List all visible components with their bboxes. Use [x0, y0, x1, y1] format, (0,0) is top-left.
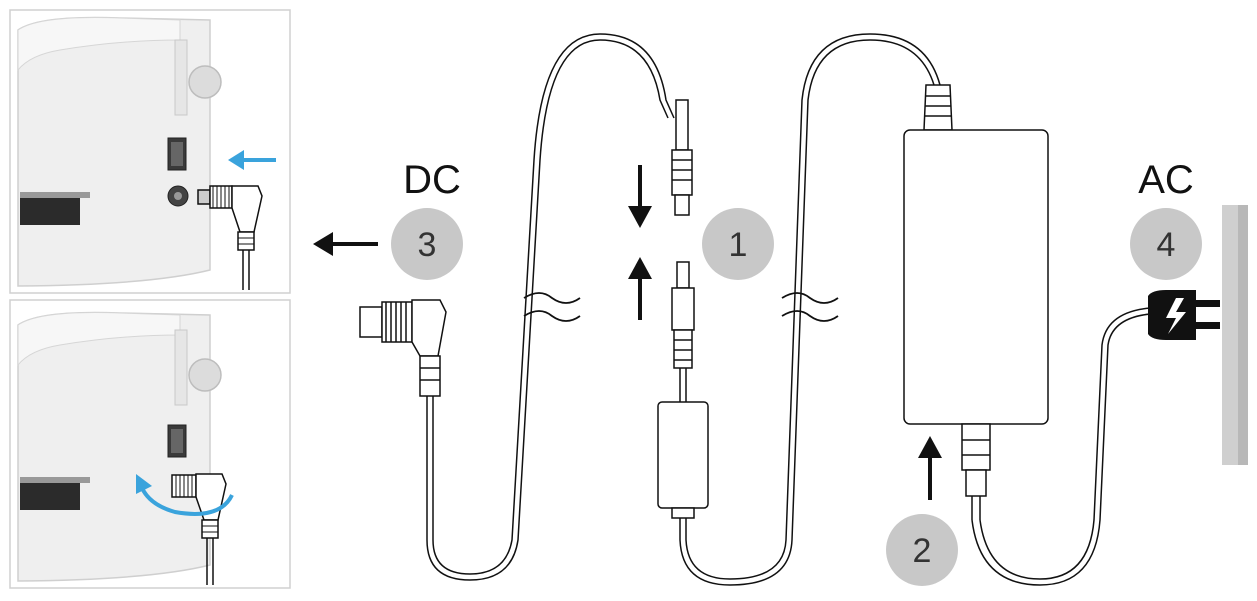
- cable-break-marks-left: [523, 292, 581, 322]
- connect-arrow-up-icon: [628, 257, 652, 320]
- device-body-bottom: [17, 311, 222, 582]
- step-badge-1: 1: [702, 208, 774, 280]
- step-number-3: 3: [418, 226, 437, 264]
- step-badge-3: 3: [391, 208, 463, 280]
- insert-arrow-icon: [228, 150, 276, 170]
- step-badge-4: 4: [1130, 208, 1202, 280]
- step-number-4: 4: [1157, 226, 1176, 264]
- power-adapter-brick-icon: [903, 84, 1049, 520]
- dc-plug-locked-bottom: [171, 473, 227, 585]
- adapter-output-cable: [657, 33, 941, 586]
- step-number-2: 2: [913, 532, 932, 570]
- inset-top-panel: [9, 9, 291, 294]
- inset-bottom-panel: [9, 299, 291, 589]
- wall-outlet-icon: [1222, 205, 1248, 465]
- dc-plug-inserted-top: [197, 185, 263, 290]
- dc-label: DC: [403, 158, 461, 202]
- rotate-lock-arrow-icon: [136, 474, 234, 516]
- ac-label: AC: [1138, 158, 1194, 202]
- ac-cord: [971, 307, 1151, 586]
- step-number-1: 1: [729, 226, 748, 264]
- ac-plug-bolt-icon: [1148, 290, 1220, 340]
- dc-cable: [359, 33, 693, 581]
- connect-arrow-down-icon: [628, 165, 652, 228]
- step-badge-2: 2: [886, 514, 958, 586]
- cable-break-marks-right: [781, 292, 839, 322]
- connect-ac-cord-arrow-icon: [918, 436, 942, 500]
- device-body-top: [17, 16, 222, 287]
- arrow-to-device-icon: [313, 232, 378, 256]
